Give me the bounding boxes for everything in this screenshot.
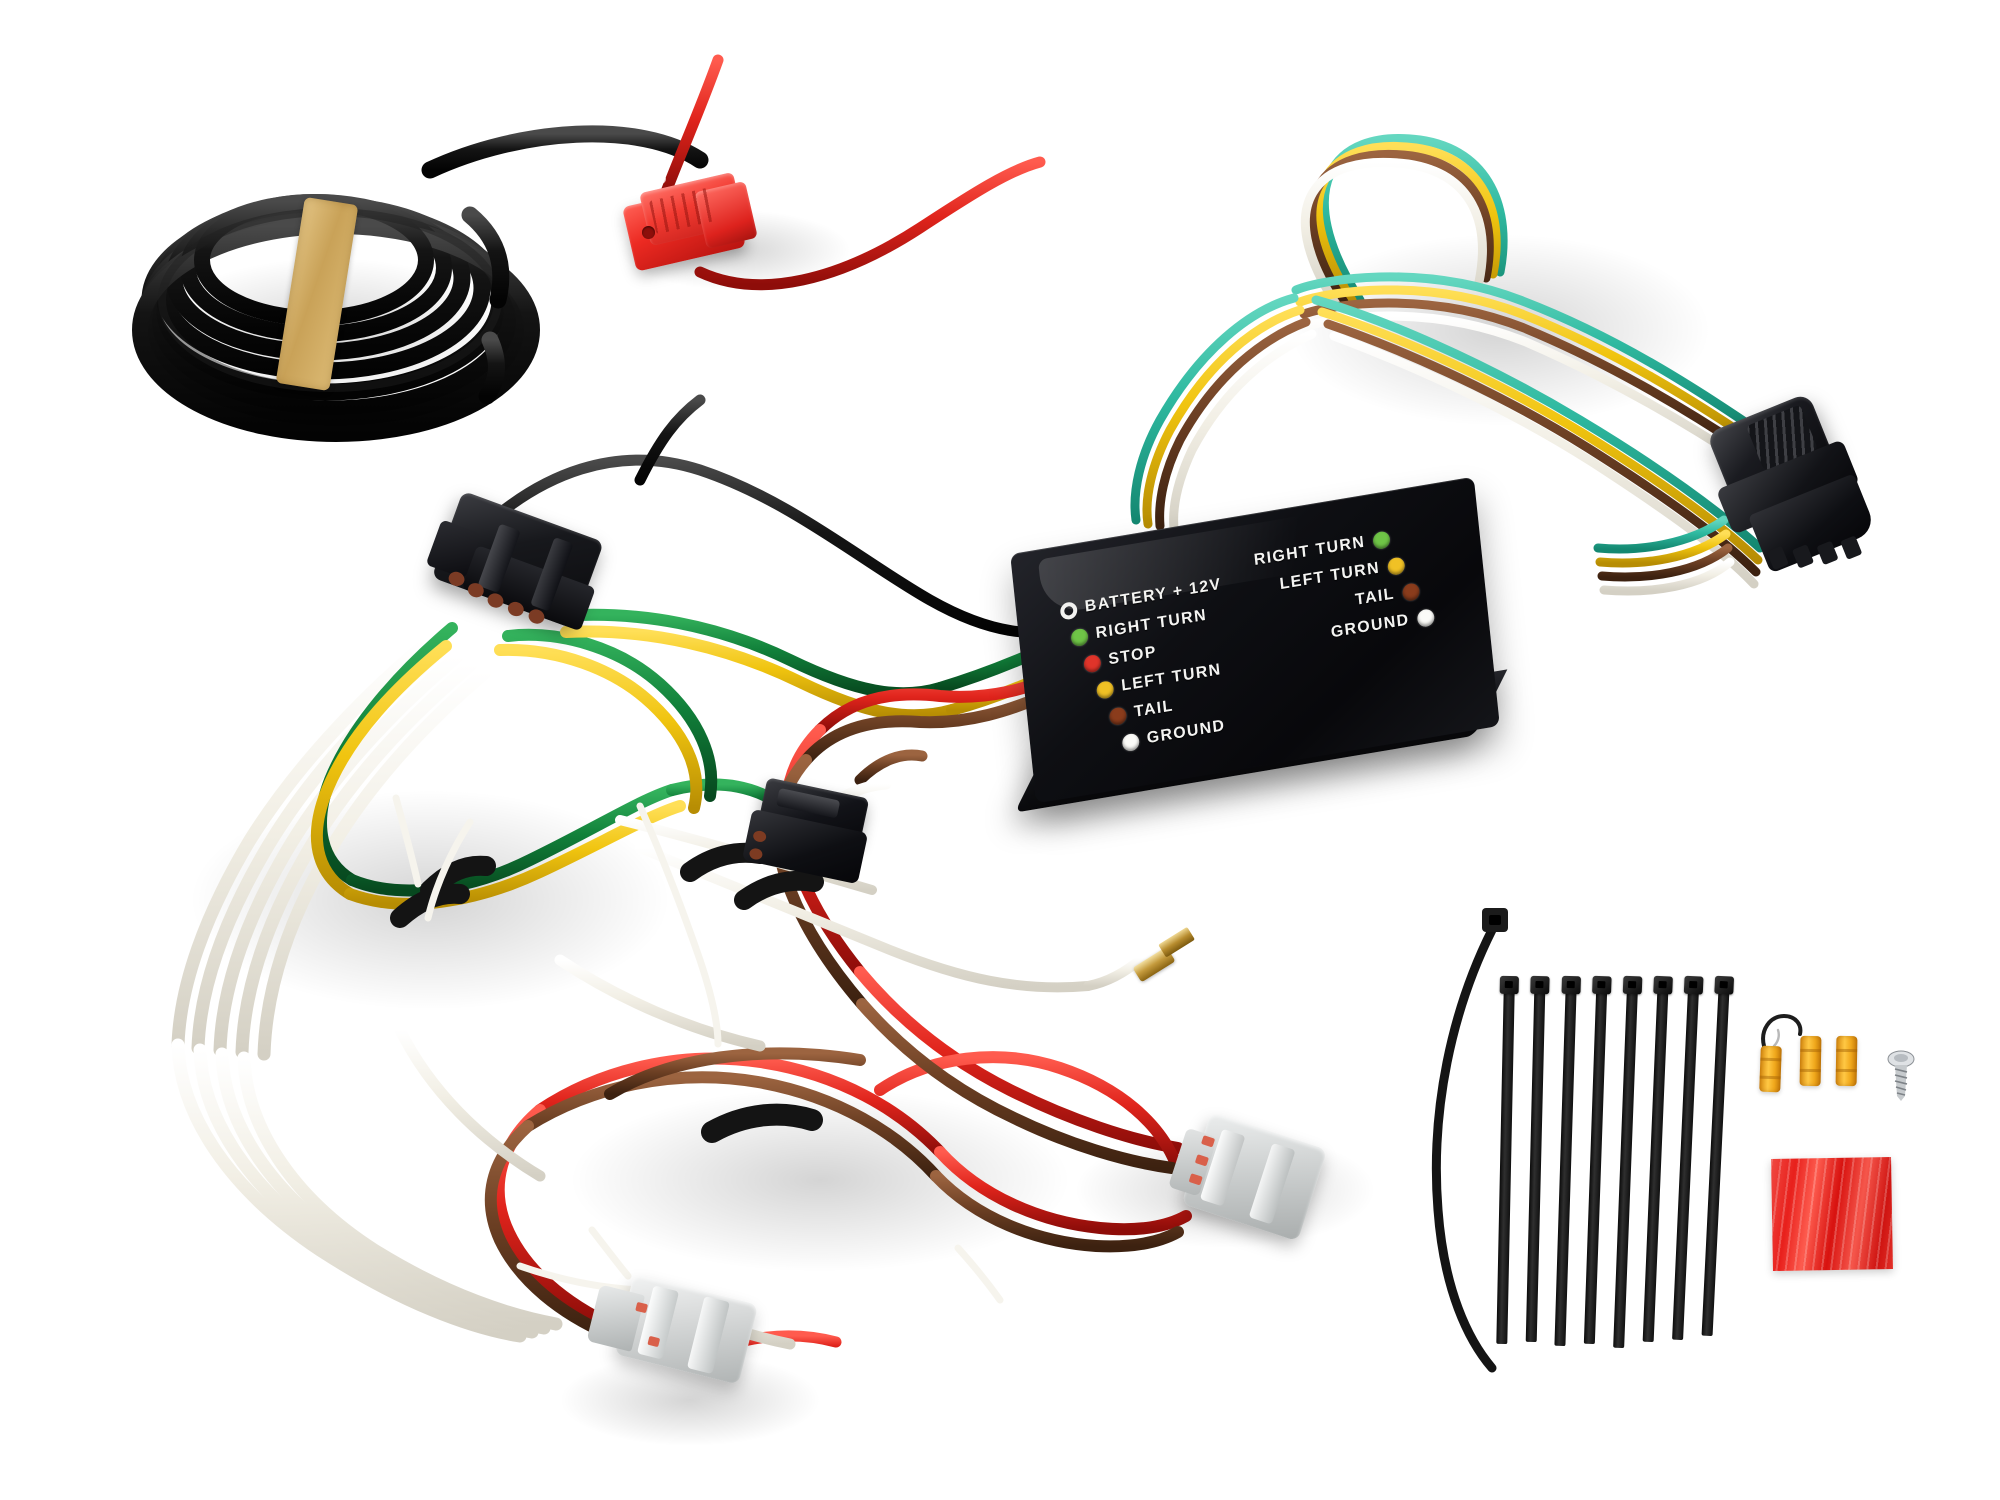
stop-indicator-dot xyxy=(1083,653,1102,674)
module-input-ground: GROUND xyxy=(1121,717,1226,752)
zip-tie-head xyxy=(1714,975,1735,995)
butt-connector-band xyxy=(1836,1048,1858,1053)
ground-indicator-dot xyxy=(1121,732,1140,752)
zip-tie-head xyxy=(1561,975,1582,995)
plug-terminal-slot xyxy=(1840,535,1863,560)
zip-tie[interactable] xyxy=(1525,975,1550,1343)
module-output-ground: GROUND xyxy=(1330,607,1436,642)
bent-wire-hook xyxy=(1758,1012,1804,1052)
module-label-plate: BATTERY + 12V RIGHT TURN STOP LEFT TURN … xyxy=(1010,477,1500,804)
module-input-stop: STOP xyxy=(1083,643,1158,674)
ground-out-dot xyxy=(1416,607,1436,628)
zip-tie-group xyxy=(1496,975,1800,1350)
flat4-trailer-plug[interactable] xyxy=(1689,369,1936,616)
zip-tie-head xyxy=(1499,975,1519,995)
inline-fuse-holder[interactable] xyxy=(622,171,808,278)
vehicle-6pin-connector[interactable] xyxy=(407,487,627,677)
right-turn-indicator-dot xyxy=(1070,627,1089,647)
butt-connector-band xyxy=(1835,1068,1857,1073)
butt-connector[interactable] xyxy=(1759,1045,1782,1093)
zip-tie[interactable] xyxy=(1496,975,1519,1345)
self-tapping-screw[interactable] xyxy=(1884,1050,1918,1102)
gray-connector-upper[interactable] xyxy=(1158,1107,1343,1267)
two-pin-black-connector[interactable] xyxy=(739,774,888,903)
black-wire-coil-paths xyxy=(132,125,709,442)
module-output-tail: TAIL xyxy=(1354,581,1421,610)
coil-rubber-band xyxy=(275,196,359,392)
tail-indicator-dot xyxy=(1108,705,1128,726)
zip-tie[interactable] xyxy=(1554,975,1582,1347)
gray-connector-lower[interactable] xyxy=(579,1263,771,1411)
module-input-label: TAIL xyxy=(1133,697,1175,721)
terminal-blade xyxy=(1158,926,1195,958)
zip-tie-head xyxy=(1653,975,1673,995)
reflective-tape-square[interactable] xyxy=(1771,1156,1893,1272)
zip-tie-head xyxy=(1592,975,1612,995)
zip-tie[interactable] xyxy=(1583,975,1612,1345)
butt-connector[interactable] xyxy=(1835,1035,1858,1087)
zip-tie-head xyxy=(1683,975,1704,995)
fuse-tab-hole xyxy=(656,174,666,184)
butt-connector-band xyxy=(1800,1048,1822,1053)
left-turn-indicator-dot xyxy=(1095,679,1115,700)
module-input-label: STOP xyxy=(1107,643,1158,669)
left-turn-out-dot xyxy=(1386,555,1406,576)
converter-module[interactable]: BATTERY + 12V RIGHT TURN STOP LEFT TURN … xyxy=(1010,476,1520,835)
butt-connector-band xyxy=(1760,1057,1782,1062)
zip-tie-head xyxy=(1622,975,1643,995)
butt-connector-band xyxy=(1759,1075,1781,1080)
fuse-mount-hole xyxy=(642,226,655,239)
zip-tie[interactable] xyxy=(1701,975,1735,1337)
module-input-tail: TAIL xyxy=(1108,697,1175,726)
butt-connector-band xyxy=(1799,1068,1821,1073)
module-output-label: GROUND xyxy=(1330,611,1411,642)
battery-indicator-dot xyxy=(1059,600,1078,621)
module-output-label: TAIL xyxy=(1354,585,1396,609)
module-input-label: GROUND xyxy=(1146,717,1227,748)
butt-connector[interactable] xyxy=(1799,1035,1822,1087)
zip-tie[interactable] xyxy=(1672,975,1704,1341)
brass-spade-terminal xyxy=(1127,922,1207,991)
zip-tie-head xyxy=(1530,975,1550,995)
right-turn-out-dot xyxy=(1372,529,1391,550)
tail-out-dot xyxy=(1401,581,1421,602)
zip-tie[interactable] xyxy=(1642,975,1673,1343)
module-input-label: LEFT TURN xyxy=(1120,660,1223,695)
zip-tie[interactable] xyxy=(1613,975,1643,1349)
